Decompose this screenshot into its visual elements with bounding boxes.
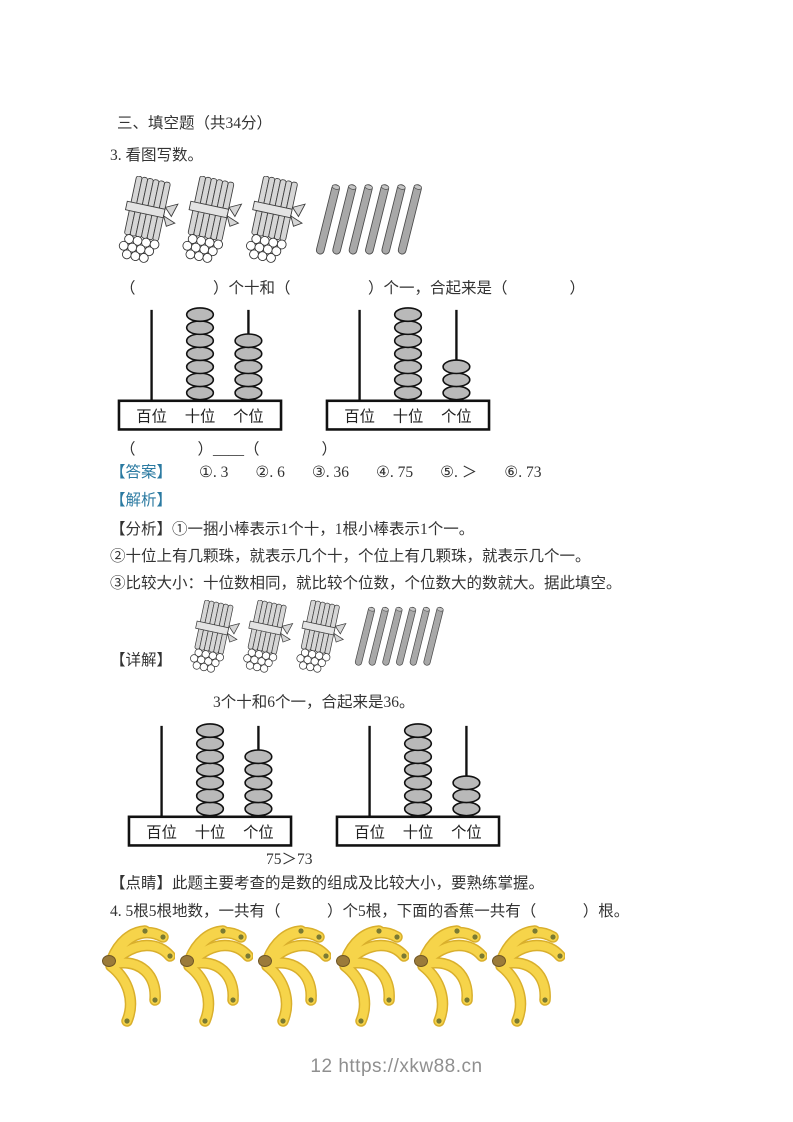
analysis-marker: 【解析】 (110, 492, 173, 509)
svg-text:百位: 百位 (344, 409, 375, 426)
question3-abacus-row: 百位十位个位 百位十位个位 (116, 300, 492, 433)
detail-marker: 【详解】 (110, 652, 173, 669)
page-footer-url: 12 https://xkw88.cn (310, 1056, 483, 1077)
question3-fill-line: （ ）个十和（ ）个一，合起来是（ ） (120, 280, 586, 297)
abacus-left: 百位 十位个位 (116, 300, 284, 433)
svg-text:百位: 百位 (354, 825, 385, 842)
svg-text:百位: 百位 (146, 825, 177, 842)
answer-item-2: ②. 6 (255, 464, 285, 481)
banana-bunch-svg (102, 925, 175, 1027)
answer-item-5: ⑤. ＞ (440, 464, 478, 481)
analysis-line-1: 【分析】①一捆小棒表示1个十，1根小棒表示1个一。 (110, 521, 475, 538)
question3-compare-line: （ ）____（ ） (120, 441, 338, 458)
answer-marker: 【答案】 (110, 464, 173, 481)
answer-item-3: ③. 36 (311, 464, 349, 481)
banana-bunch-svg (414, 925, 487, 1027)
question4-bananas-image (97, 922, 565, 1030)
abacus-svg: 百位 十位个位 (127, 723, 293, 847)
answer-line: 【答案】 ①. 3 ②. 6 ③. 36 ④. 75 ⑤. ＞ ⑥. 73 (110, 460, 541, 482)
banana-bunch-svg (258, 925, 331, 1027)
detail-comparison: 75＞73 (266, 851, 313, 868)
sticks-svg (118, 176, 422, 263)
answer-item-6: ⑥. 73 (504, 464, 542, 481)
detail-caption: 3个十和6个一，合起来是36。 (213, 694, 415, 711)
remark-line: 【点睛】此题主要考查的是数的组成及比较大小，要熟练掌握。 (110, 875, 545, 892)
abacus-right: 百位 十位个位 (334, 716, 502, 849)
sticks-svg (190, 600, 444, 673)
analysis-line-2: ②十位上有几颗珠，就表示几个十，个位上有几颗珠，就表示几个一。 (110, 548, 591, 565)
detail-sticks-image (186, 600, 452, 677)
abacus-right: 百位 十位个位 (324, 300, 492, 433)
banana-bunch-svg (180, 925, 253, 1027)
svg-text:十位: 十位 (393, 409, 424, 426)
abacus-svg: 百位 十位个位 (117, 307, 283, 431)
svg-text:个位: 个位 (441, 409, 472, 426)
analysis-line-3: ③比较大小：十位数相同，就比较个位数，个位数大的数就大。据此填空。 (110, 575, 622, 592)
detail-abacus-row: 百位十位个位 百位十位个位 (126, 716, 502, 849)
svg-text:个位: 个位 (451, 825, 482, 842)
svg-text:个位: 个位 (243, 825, 274, 842)
abacus-left: 百位 十位个位 (126, 716, 294, 849)
svg-text:百位: 百位 (136, 409, 167, 426)
svg-text:个位: 个位 (233, 409, 264, 426)
answer-item-4: ④. 75 (375, 464, 414, 481)
abacus-svg: 百位 十位个位 (325, 307, 491, 431)
banana-bunch-svg (336, 925, 409, 1027)
question3-label: 3. 看图写数。 (110, 147, 204, 164)
question4-label: 4. 5根5根地数，一共有（ ）个5根，下面的香蕉一共有（ ）根。 (110, 903, 630, 920)
svg-text:十位: 十位 (195, 825, 226, 842)
svg-text:十位: 十位 (403, 825, 434, 842)
svg-text:十位: 十位 (185, 409, 216, 426)
banana-bunch-svg (492, 925, 565, 1027)
answer-item-1: ①. 3 (199, 464, 229, 481)
question3-sticks-image (114, 176, 432, 268)
section-heading: 三、填空题（共34分） (117, 115, 273, 132)
abacus-svg: 百位 十位个位 (335, 723, 501, 847)
